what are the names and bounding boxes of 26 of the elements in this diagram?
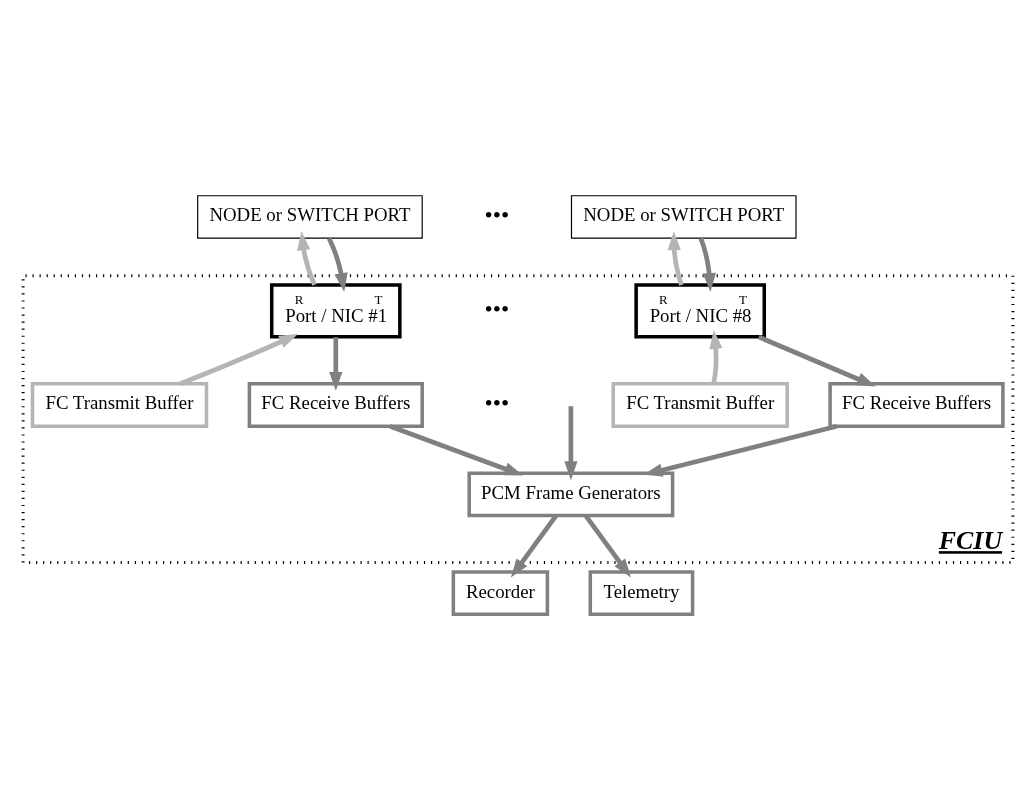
arrow <box>510 514 558 578</box>
arrow <box>326 236 348 292</box>
node-box: FC Transmit Buffer <box>610 381 789 428</box>
label: ••• <box>484 389 509 416</box>
node-box: FC Receive Buffers <box>827 381 1005 428</box>
node-box: R T Port / NIC #8 <box>633 282 766 339</box>
arrow <box>178 333 298 386</box>
arrow <box>667 230 684 286</box>
arrow <box>583 514 631 578</box>
arrow <box>757 334 876 387</box>
arrow <box>328 336 342 391</box>
node-box: Recorder <box>451 569 549 616</box>
arrow <box>708 329 722 384</box>
node-box: FC Receive Buffers <box>247 381 424 428</box>
node-box: Telemetry <box>588 569 694 616</box>
arrow <box>563 405 577 480</box>
label: ••• <box>484 201 509 228</box>
arrow <box>296 230 317 286</box>
arrow <box>698 237 716 292</box>
arrow <box>388 423 523 476</box>
node-box: FC Transmit Buffer <box>30 381 208 428</box>
node-box: NODE or SWITCH PORT <box>196 194 423 239</box>
node-box: R T Port / NIC #1 <box>269 282 402 339</box>
label: ••• <box>484 295 509 322</box>
node-box: PCM Frame Generators <box>466 470 674 517</box>
node-box: NODE or SWITCH PORT <box>570 194 797 239</box>
